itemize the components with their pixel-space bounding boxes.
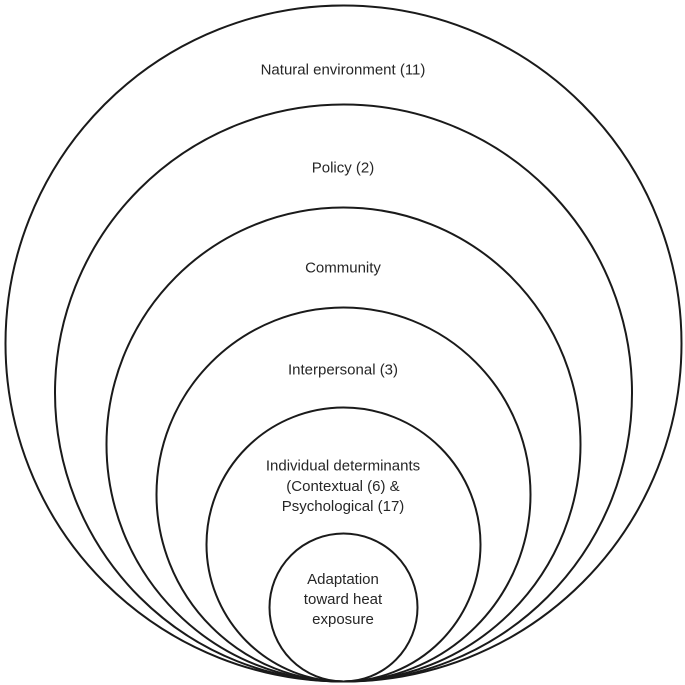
label-community: Community bbox=[305, 259, 381, 277]
label-contextual-line: (Contextual (6) & bbox=[286, 478, 400, 495]
circle-individual-determinants bbox=[205, 406, 482, 683]
circle-adaptation bbox=[268, 532, 419, 683]
label-adaptation-line-2: toward heat bbox=[303, 591, 383, 608]
label-adaptation: Adaptation toward heat exposure bbox=[304, 570, 382, 630]
label-interpersonal: Interpersonal (3) bbox=[287, 361, 399, 379]
label-individual-determinants: Individual determinants bbox=[265, 457, 421, 475]
label-natural-environment: Natural environment (11) bbox=[260, 61, 426, 79]
label-individual-determinants-sub: (Contextual (6) & Psychological (17) bbox=[282, 477, 405, 517]
label-adaptation-line-3: exposure bbox=[312, 611, 374, 628]
label-psychological-line: Psychological (17) bbox=[281, 498, 405, 515]
label-adaptation-line-1: Adaptation bbox=[307, 571, 379, 588]
label-policy: Policy (2) bbox=[311, 159, 375, 177]
